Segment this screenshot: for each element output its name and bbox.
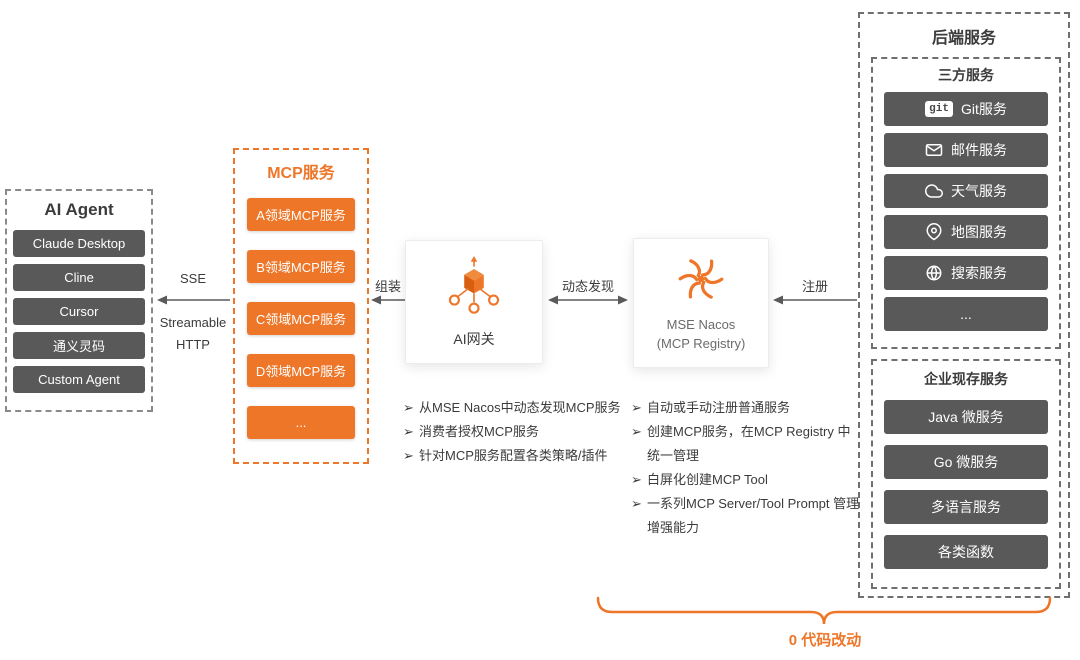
enterprise-services-panel: 企业现存服务 Java 微服务 Go 微服务 多语言服务 各类函数 xyxy=(871,359,1061,589)
enterprise-item-java: Java 微服务 xyxy=(884,400,1048,434)
nacos-swirl-icon xyxy=(675,253,727,310)
assemble-arrow xyxy=(371,295,405,305)
assemble-label: 组装 xyxy=(374,279,401,294)
mcp-item-more: ... xyxy=(247,406,355,439)
agent-item-custom-agent: Custom Agent xyxy=(13,366,145,393)
gateway-feature-list: ➢ 从MSE Nacos中动态发现MCP服务 ➢ 消费者授权MCP服务 ➢ 针对… xyxy=(403,396,653,468)
enterprise-title: 企业现存服务 xyxy=(924,371,1008,387)
bullet-arrow-icon: ➢ xyxy=(403,400,414,415)
service-item-more: ... xyxy=(884,297,1048,331)
service-label: 天气服务 xyxy=(951,183,1007,199)
register-label: 注册 xyxy=(801,279,828,294)
weather-icon xyxy=(925,182,943,200)
mcp-item-domain-d: D领域MCP服务 xyxy=(247,354,355,387)
ai-gateway-node: AI网关 xyxy=(405,240,543,364)
service-item-mail: 邮件服务 xyxy=(884,133,1048,167)
mail-icon xyxy=(925,141,943,159)
bullet-arrow-icon: ➢ xyxy=(631,424,642,439)
mse-nacos-node: MSE Nacos (MCP Registry) xyxy=(633,238,769,368)
service-item-map: 地图服务 xyxy=(884,215,1048,249)
sse-label: SSE xyxy=(179,271,206,286)
mcp-item-domain-a: A领域MCP服务 xyxy=(247,198,355,231)
map-icon xyxy=(925,223,943,241)
service-item-git: git Git服务 xyxy=(884,92,1048,126)
sse-protocol-label-line2: HTTP xyxy=(176,337,210,352)
enterprise-item-functions: 各类函数 xyxy=(884,535,1048,569)
enterprise-item-go: Go 微服务 xyxy=(884,445,1048,479)
service-label: 地图服务 xyxy=(951,224,1007,240)
service-label: ... xyxy=(960,306,972,322)
nacos-bullet-4: ➢ 一系列MCP Server/Tool Prompt 管理增强能力 xyxy=(631,492,863,540)
backend-title: 后端服务 xyxy=(931,30,996,47)
service-item-weather: 天气服务 xyxy=(884,174,1048,208)
ai-gateway-label: AI网关 xyxy=(453,330,495,347)
bullet-arrow-icon: ➢ xyxy=(631,472,642,487)
dynamic-discovery-arrow xyxy=(548,295,628,305)
ai-agent-panel: AI Agent Claude Desktop Cline Cursor 通义灵… xyxy=(5,189,153,412)
service-label: Git服务 xyxy=(960,101,1007,117)
git-icon: git xyxy=(925,101,953,117)
zero-code-label: 0 代码改动 xyxy=(788,632,862,649)
nacos-name: MSE Nacos xyxy=(666,316,736,332)
third-party-services-panel: 三方服务 git Git服务 邮件服务 天气服务 xyxy=(871,57,1061,349)
service-item-search: 搜索服务 xyxy=(884,256,1048,290)
agent-item-cursor: Cursor xyxy=(13,298,145,325)
bullet-arrow-icon: ➢ xyxy=(631,400,642,415)
mcp-item-domain-b: B领域MCP服务 xyxy=(247,250,355,283)
mcp-panel-title: MCP服务 xyxy=(267,165,335,182)
gateway-bullet-1: ➢ 从MSE Nacos中动态发现MCP服务 xyxy=(403,396,653,420)
third-party-title: 三方服务 xyxy=(938,67,994,83)
nacos-bullet-1: ➢ 自动或手动注册普通服务 xyxy=(631,396,863,420)
mcp-item-domain-c: C领域MCP服务 xyxy=(247,302,355,335)
bullet-arrow-icon: ➢ xyxy=(631,496,642,511)
agent-item-cline: Cline xyxy=(13,264,145,291)
dynamic-discovery-label: 动态发现 xyxy=(561,279,614,294)
nacos-bullet-3: ➢ 白屏化创建MCP Tool xyxy=(631,468,863,492)
nacos-feature-list: ➢ 自动或手动注册普通服务 ➢ 创建MCP服务，在MCP Registry 中统… xyxy=(631,396,863,540)
sse-protocol-label-line1: Streamable xyxy=(159,315,227,330)
bullet-arrow-icon: ➢ xyxy=(403,424,414,439)
register-arrow xyxy=(773,295,857,305)
mcp-services-panel: MCP服务 A领域MCP服务 B领域MCP服务 C领域MCP服务 D领域MCP服… xyxy=(233,148,369,464)
enterprise-item-multilang: 多语言服务 xyxy=(884,490,1048,524)
ai-gateway-icon xyxy=(443,255,505,323)
gateway-bullet-3: ➢ 针对MCP服务配置各类策略/插件 xyxy=(403,444,653,468)
ai-agent-title: AI Agent xyxy=(44,200,114,219)
service-label: 搜索服务 xyxy=(951,265,1007,281)
service-label: 邮件服务 xyxy=(951,142,1007,158)
agent-item-claude-desktop: Claude Desktop xyxy=(13,230,145,257)
nacos-subtitle: (MCP Registry) xyxy=(656,335,746,351)
search-icon xyxy=(925,264,943,282)
agent-item-tongyi-lingma: 通义灵码 xyxy=(13,332,145,359)
bullet-arrow-icon: ➢ xyxy=(403,448,414,463)
nacos-bullet-2: ➢ 创建MCP服务，在MCP Registry 中统一管理 xyxy=(631,420,863,468)
gateway-bullet-2: ➢ 消费者授权MCP服务 xyxy=(403,420,653,444)
sse-arrow xyxy=(157,295,230,305)
scope-brace xyxy=(596,596,1052,625)
